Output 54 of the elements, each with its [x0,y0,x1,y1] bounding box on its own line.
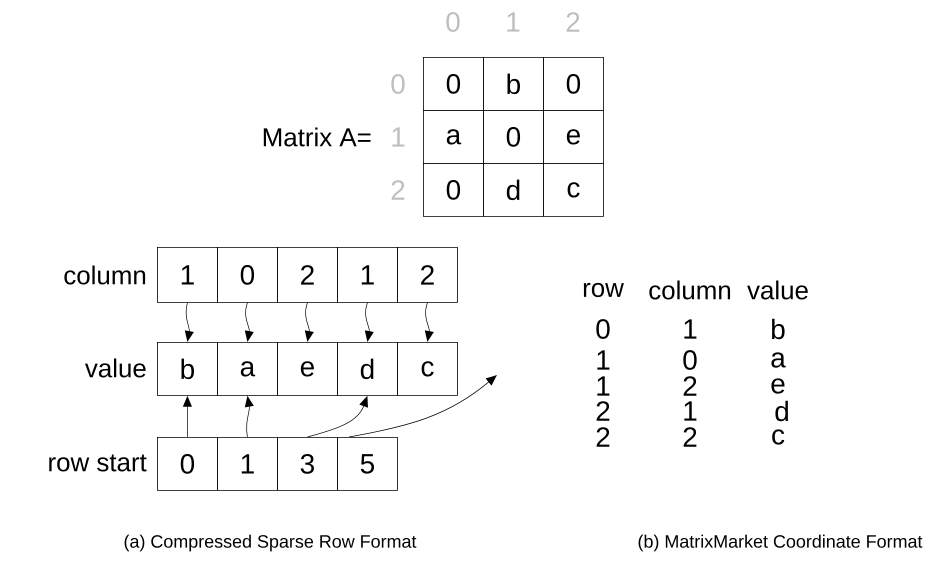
cell: 2 [277,247,338,303]
index-number: 1 [507,12,520,32]
cell: 2 [397,247,458,303]
index-number: 1 [392,127,404,147]
index-number: 0 [391,74,405,94]
index-number: 2 [392,180,404,200]
table-cell: 0 [596,319,610,339]
table-cell: 2 [596,401,610,421]
cell: 0 [543,57,604,111]
index-number: 0 [446,12,460,32]
column-header: column [649,280,730,300]
cell: e [277,342,338,396]
cell: 1 [217,437,278,491]
table-cell: 1 [684,319,696,339]
table-cell: 1 [597,350,610,370]
row-label: value [84,358,146,378]
arrow [348,375,497,438]
cell: c [543,163,604,217]
table-cell: 2 [684,376,696,396]
cell: d [337,342,398,396]
index-number: 2 [566,12,580,32]
row-label: column [64,266,146,284]
cell: 0 [423,163,484,217]
caption: (b) MatrixMarket Coordinate Format [638,534,922,552]
cell: a [423,110,484,164]
table-cell: 2 [596,427,610,447]
cell: 0 [217,247,278,303]
table-cell: 2 [684,427,696,447]
cell: 0 [483,110,544,164]
cell: 3 [277,437,338,491]
cell: 0 [157,437,218,491]
column-header: row [584,282,624,298]
table-cell: 0 [683,350,697,370]
cell: 1 [337,247,398,303]
matrix-label: Matrix A= [264,128,370,146]
caption: (a) Compressed Sparse Row Format [124,534,416,552]
table-cell: a [771,352,786,368]
table-cell: b [772,318,785,340]
cell: e [543,110,604,164]
cell: a [217,342,278,396]
cell: d [483,163,544,217]
cell: b [483,57,544,111]
table-cell: e [771,378,784,394]
cell: 0 [423,57,484,111]
cell: 5 [337,437,398,491]
cell: c [397,342,458,396]
column-header: value [747,280,808,300]
table-cell: d [775,400,788,422]
table-cell: 1 [684,401,696,421]
table-cell: c [772,429,784,445]
row-label: row start [49,454,147,472]
table-cell: 1 [597,376,610,396]
cell: 1 [157,247,218,303]
cell: b [157,342,218,396]
